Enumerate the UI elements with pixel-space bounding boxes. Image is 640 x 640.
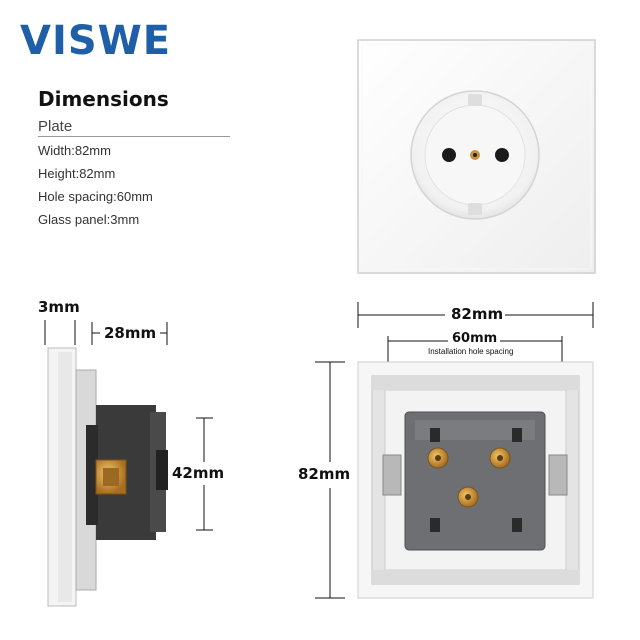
thickness-label: 3mm	[38, 298, 80, 316]
socket-height-label: 42mm	[172, 464, 225, 482]
side-view-socket	[44, 320, 213, 607]
plate-height-label: 82mm	[298, 465, 351, 483]
pin-hole-icon	[442, 148, 456, 162]
spec-width: Width:82mm	[38, 143, 111, 158]
spec-height: Height:82mm	[38, 166, 116, 181]
front-view-socket	[357, 39, 596, 274]
dimensions-title: Dimensions	[38, 87, 169, 111]
depth-label: 28mm	[104, 324, 157, 342]
hole-spacing-caption: Installation hole spacing	[428, 347, 514, 356]
divider	[38, 136, 230, 137]
plate-subtitle: Plate	[38, 118, 73, 135]
back-view-socket	[315, 302, 594, 599]
hole-spacing-label: 60mm	[452, 331, 498, 346]
spec-hole-spacing: Hole spacing:60mm	[38, 189, 153, 204]
plate-width-label: 82mm	[451, 305, 504, 323]
pin-hole-icon	[495, 148, 509, 162]
spec-glass-panel: Glass panel:3mm	[38, 212, 140, 227]
brand-logo: VISWE	[20, 18, 172, 64]
